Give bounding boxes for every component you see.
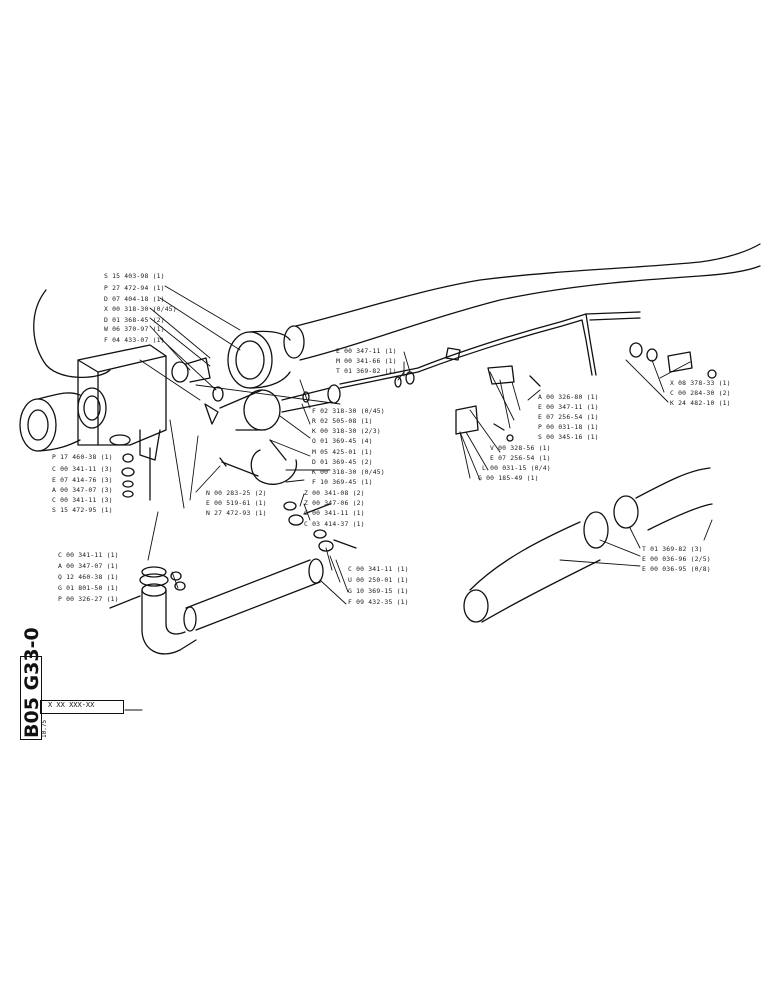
callout-label: R 02 505-08 (1) bbox=[312, 417, 373, 425]
part-code-box bbox=[40, 700, 124, 714]
callout-label: O 01 369-45 (4) bbox=[312, 437, 373, 445]
callout-label: P 27 472-94 (1) bbox=[104, 284, 165, 292]
callout-label: Z 00 341-08 (2) bbox=[304, 489, 365, 497]
callout-label: K 00 318-30 (2/3) bbox=[312, 427, 381, 435]
callout-label: F 10 369-45 (1) bbox=[312, 478, 373, 486]
main-hose-top bbox=[295, 243, 761, 361]
callout-label: D 07 404-18 (1) bbox=[104, 295, 165, 303]
callout-label: S 15 403-98 (1) bbox=[104, 272, 165, 280]
rotor-housing bbox=[204, 389, 281, 431]
callout-label: C 00 341-11 (1) bbox=[348, 565, 409, 573]
clip-brackets bbox=[445, 347, 541, 442]
callout-label: G 00 185-49 (1) bbox=[478, 474, 539, 482]
callout-label: D 01 368-45 (2) bbox=[104, 316, 165, 324]
callout-label: A 00 347-07 (1) bbox=[58, 562, 119, 570]
callout-label: P 00 326-27 (1) bbox=[58, 595, 119, 603]
main-hose-bottom bbox=[463, 467, 713, 623]
part-code: X XX XXX-XX bbox=[48, 701, 95, 709]
callout-label: M 05 425-01 (1) bbox=[312, 448, 373, 456]
callout-label: X 00 318-30 (0/45) bbox=[104, 305, 177, 313]
sheet-code-box bbox=[20, 656, 42, 740]
callout-label: T 01 369-82 (1) bbox=[336, 367, 397, 375]
callout-label: C 00 341-11 (1) bbox=[58, 551, 119, 559]
callout-label: P 17 460-38 (1) bbox=[52, 453, 113, 461]
callout-label: E 00 347-11 (1) bbox=[336, 347, 397, 355]
callout-label: U 00 250-01 (1) bbox=[348, 576, 409, 584]
callout-label: T 01 369-82 (3) bbox=[642, 545, 703, 553]
callout-label: C 00 341-11 (3) bbox=[52, 465, 113, 473]
bolt-left bbox=[219, 457, 259, 477]
callout-label: G 10 369-15 (1) bbox=[348, 587, 409, 595]
leader-lines bbox=[139, 285, 713, 605]
lower-small-parts bbox=[109, 571, 186, 609]
sheet-code: B05 G33-0 bbox=[21, 627, 43, 738]
intake-bell-center bbox=[227, 325, 305, 389]
callout-label: C 00 341-11 (1) bbox=[304, 509, 365, 517]
lower-pipe bbox=[183, 558, 324, 632]
callout-label: C 00 341-11 (3) bbox=[52, 496, 113, 504]
callout-label: E 07 256-54 (1) bbox=[538, 413, 599, 421]
fitting-small bbox=[171, 357, 224, 402]
thin-tube bbox=[339, 311, 641, 389]
intake-bell-left bbox=[19, 392, 81, 452]
callout-label: G 01 801-50 (1) bbox=[58, 584, 119, 592]
callout-label: E 00 036-96 (2/5) bbox=[642, 555, 711, 563]
callout-label: D 01 369-45 (2) bbox=[312, 458, 373, 466]
callout-label: C 00 284-30 (2) bbox=[670, 389, 731, 397]
callout-label: N 00 283-25 (2) bbox=[206, 489, 267, 497]
callout-label: E 00 036-95 (0/8) bbox=[642, 565, 711, 573]
blower-box bbox=[77, 344, 167, 461]
callout-label: E 07 256-54 (1) bbox=[490, 454, 551, 462]
hose-clamp bbox=[250, 439, 298, 485]
callout-label: K 00 318-30 (0/45) bbox=[312, 468, 385, 476]
cable-line bbox=[33, 289, 111, 378]
right-fittings bbox=[629, 342, 717, 379]
callout-label: S 00 345-16 (1) bbox=[538, 433, 599, 441]
callout-label: Q 12 460-38 (1) bbox=[58, 573, 119, 581]
callout-label: K 24 482-10 (1) bbox=[670, 399, 731, 407]
callout-label: M 00 341-66 (1) bbox=[336, 357, 397, 365]
callout-label: E 00 347-11 (1) bbox=[538, 403, 599, 411]
callout-label: W 06 370-97 (1) bbox=[104, 325, 165, 333]
sheet-date: 10.75 bbox=[41, 719, 48, 738]
callout-label: E 07 414-76 (3) bbox=[52, 476, 113, 484]
callout-label: X 08 378-33 (1) bbox=[670, 379, 731, 387]
callout-label: S 15 472-95 (1) bbox=[52, 506, 113, 514]
left-stack bbox=[109, 434, 151, 501]
small-parts-mid bbox=[283, 501, 357, 552]
callout-label: A 00 326-80 (1) bbox=[538, 393, 599, 401]
callout-label: F 02 318-30 (0/45) bbox=[312, 407, 385, 415]
callout-label: C 03 414-37 (1) bbox=[304, 520, 365, 528]
callout-label: L 00 031-15 (0/4) bbox=[482, 464, 551, 472]
callout-label: F 04 433-07 (1) bbox=[104, 336, 165, 344]
callout-label: Z 00 347-06 (2) bbox=[304, 499, 365, 507]
callout-label: P 00 031-18 (1) bbox=[538, 423, 599, 431]
elbow-pipe bbox=[139, 566, 197, 655]
callout-label: N 27 472-93 (1) bbox=[206, 509, 267, 517]
callout-label: F 09 432-35 (1) bbox=[348, 598, 409, 606]
callout-label: E 00 519-61 (1) bbox=[206, 499, 267, 507]
callout-label: A 00 347-07 (3) bbox=[52, 486, 113, 494]
callout-label: V 00 328-56 (1) bbox=[490, 444, 551, 452]
